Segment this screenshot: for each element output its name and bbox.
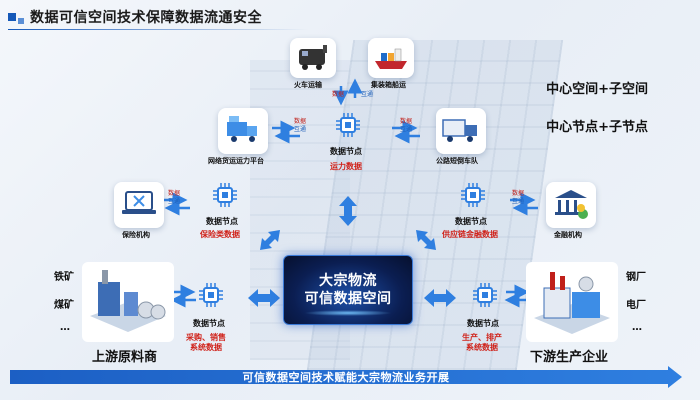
node-label-capacity: 数据节点 — [330, 147, 362, 156]
chip-icon-left — [213, 183, 237, 207]
ship-card — [368, 38, 414, 78]
train-card — [290, 38, 336, 78]
arrow-finance — [510, 192, 538, 216]
upstream-item-more: … — [60, 322, 70, 333]
node-data-capacity: 运力数据 — [330, 162, 362, 171]
downstream-item-power: 电厂 — [626, 300, 646, 311]
node-label-supply: 数据节点 — [455, 217, 487, 226]
downstream-item-more: … — [632, 322, 642, 333]
bank-icon — [555, 190, 588, 219]
delivery-truck-icon — [442, 119, 477, 142]
arrow-fleet — [392, 120, 420, 144]
tag-fleet-data: 数据 — [400, 118, 413, 125]
arrow-right-center — [416, 230, 436, 250]
node-data-supply-chain: 供应链金融数据 — [442, 230, 498, 239]
tag-insurance-data: 数据 — [168, 190, 181, 197]
fleet-label: 公路短倒车队 — [436, 157, 478, 165]
note-center-space: 中心空间+子空间 — [546, 82, 648, 97]
tag-platform-data: 数据 — [294, 118, 307, 125]
tag-ship-interop: 互通 — [361, 91, 374, 98]
center-glow — [304, 310, 392, 316]
platform-label: 网络货运运力平台 — [208, 157, 264, 165]
title-bar: 数据可信空间技术保障数据流通安全 — [8, 6, 262, 28]
upstream-item-coal: 煤矿 — [54, 300, 74, 311]
tag-platform-interop: 互通 — [294, 126, 307, 133]
tag-finance-data: 数据 — [512, 190, 525, 197]
chip-icon-right — [461, 183, 485, 207]
banner-text: 可信数据空间技术赋能大宗物流业务开展 — [242, 371, 450, 384]
ship-icon — [375, 48, 407, 69]
arrow-top-center — [339, 196, 357, 226]
finance-label: 金融机构 — [554, 231, 582, 239]
chip-icon-bottom-left — [199, 283, 223, 307]
arrow-upstream — [170, 284, 196, 308]
bottom-banner: 可信数据空间技术赋能大宗物流业务开展 — [10, 366, 682, 388]
arrow-procurement-center — [248, 289, 280, 307]
arrow-left-center — [260, 230, 280, 250]
laptop-tools-icon — [122, 191, 156, 214]
tag-fleet-interop: 互通 — [400, 126, 413, 133]
node-data-insurance: 保险类数据 — [200, 230, 240, 239]
platform-card — [218, 108, 268, 154]
node-data-procurement: 采购、销售 系统数据 — [186, 333, 226, 352]
node-label-procurement: 数据节点 — [193, 319, 225, 328]
chip-icon-bottom-right — [473, 283, 497, 307]
downstream-label: 下游生产企业 — [530, 350, 609, 365]
train-label: 火车运输 — [294, 81, 322, 89]
truck-platform-icon — [227, 116, 257, 142]
title-mark-small — [18, 18, 24, 24]
center-line2: 可信数据空间 — [304, 291, 392, 307]
title-underline — [8, 29, 308, 30]
page-title: 数据可信空间技术保障数据流通安全 — [30, 10, 262, 26]
center-trusted-data-space: 大宗物流 可信数据空间 — [283, 255, 413, 325]
note-center-node: 中心节点+子节点 — [546, 120, 648, 135]
banner-arrow-shape — [10, 366, 682, 388]
chip-icon-top — [336, 113, 360, 137]
upstream-item-iron: 铁矿 — [54, 272, 74, 283]
node-label-insurance: 数据节点 — [206, 217, 238, 226]
arrow-production-center — [424, 289, 456, 307]
node-data-production: 生产、排产 系统数据 — [462, 333, 502, 352]
title-mark — [8, 13, 16, 21]
arrow-insurance — [164, 192, 190, 216]
insurance-card — [114, 182, 164, 228]
upstream-label: 上游原料商 — [92, 350, 158, 365]
downstream-factory-icon — [526, 262, 618, 342]
tag-train-data: 数据 — [332, 91, 345, 98]
finance-card — [546, 182, 596, 228]
center-line1: 大宗物流 — [319, 273, 377, 289]
arrow-platform — [272, 120, 300, 144]
upstream-factory-icon — [82, 262, 174, 342]
tag-insurance-interop: 互通 — [168, 198, 181, 205]
tag-finance-interop: 互通 — [512, 198, 525, 205]
insurance-label: 保险机构 — [122, 231, 150, 239]
ship-label: 集装箱船运 — [371, 81, 406, 89]
fleet-card — [436, 108, 486, 154]
train-icon — [299, 45, 327, 70]
downstream-item-steel: 钢厂 — [626, 272, 646, 283]
node-label-production: 数据节点 — [467, 319, 499, 328]
